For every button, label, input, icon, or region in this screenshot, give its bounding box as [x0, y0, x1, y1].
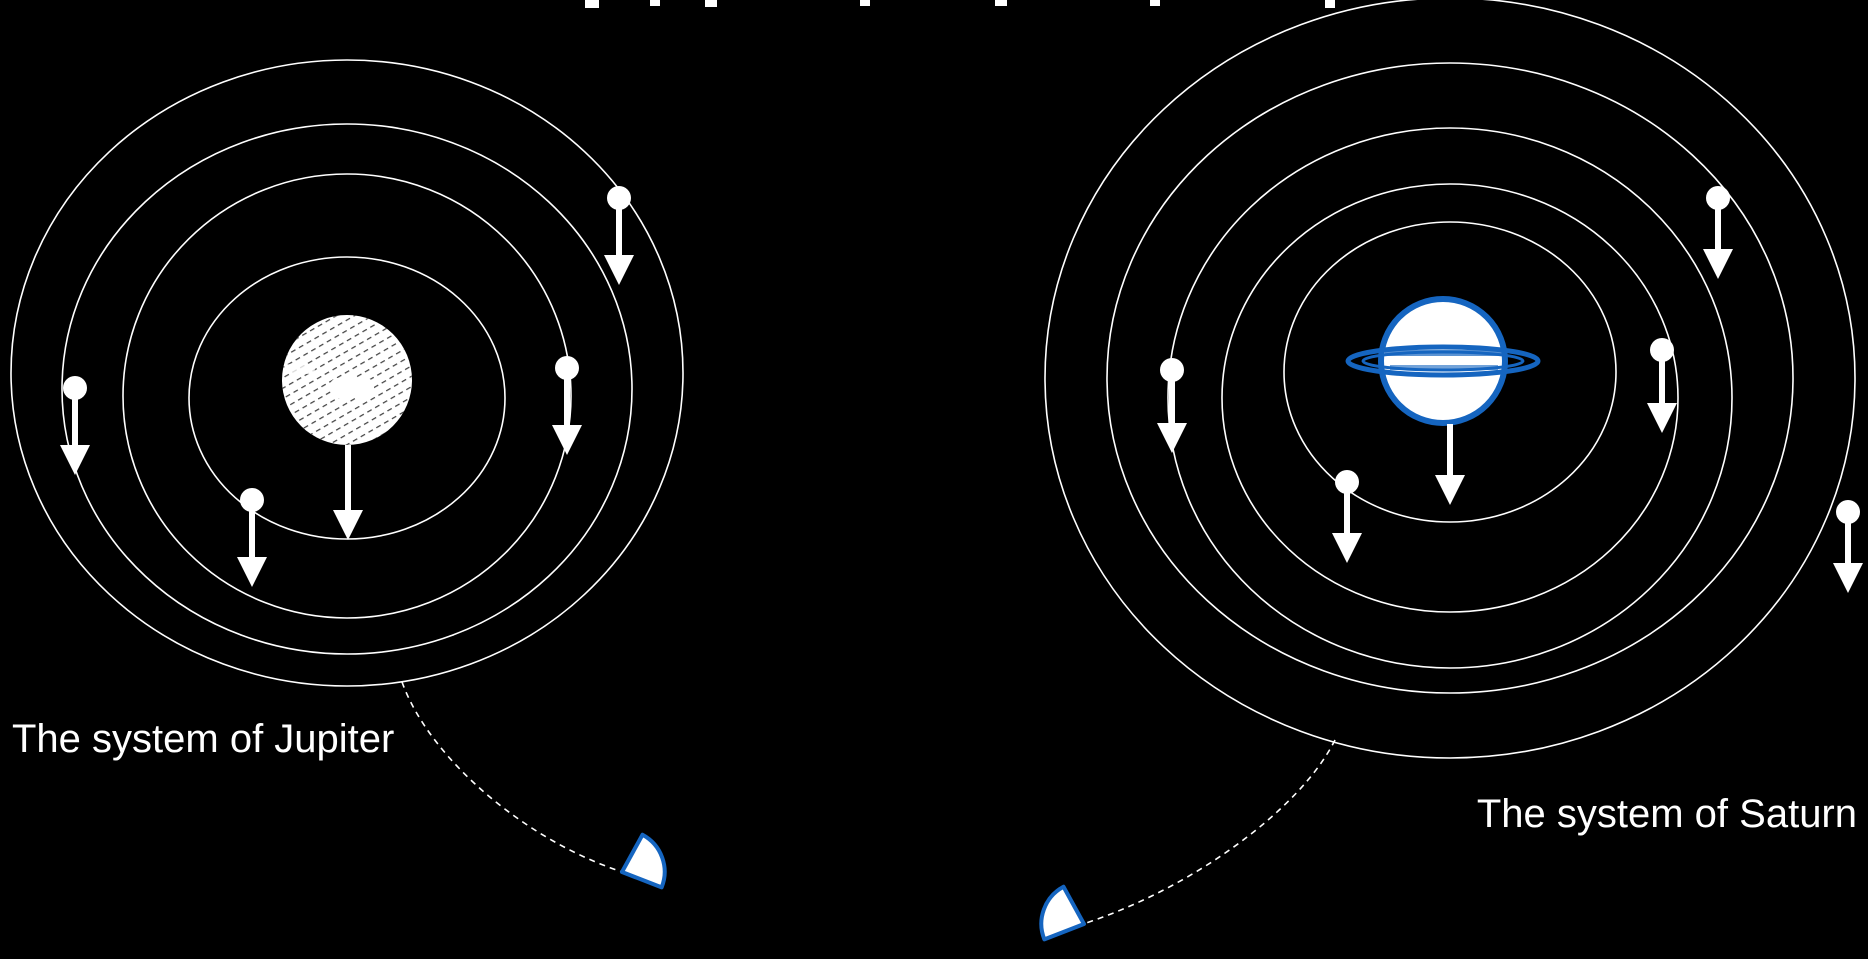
cut-off-title	[585, 0, 1335, 8]
saturn-moon-1	[1332, 470, 1362, 563]
jupiter-moon-4	[604, 186, 634, 285]
jupiter-orbit-2	[122, 173, 572, 619]
saturn-orbit-1	[1283, 221, 1617, 523]
observer-eye-icon	[1039, 884, 1086, 942]
saturn-system: The system of Saturn	[1039, 0, 1863, 942]
saturn-orbit-5	[1044, 0, 1856, 759]
saturn-moon-5	[1833, 500, 1863, 593]
jupiter-moon-1	[237, 488, 267, 587]
saturn-moon-3	[1157, 358, 1187, 453]
jupiter-moon-3	[60, 376, 90, 475]
jupiter-icon	[282, 315, 412, 445]
saturn-line-of-sight	[1079, 739, 1336, 926]
jupiter-system: The system of Jupiter	[10, 59, 684, 890]
saturn-icon	[1345, 296, 1541, 426]
jupiter-orbit-4	[10, 59, 684, 687]
jupiter-moon-2	[552, 356, 582, 455]
saturn-moon-2	[1647, 338, 1677, 433]
saturn-orbit-4	[1106, 62, 1794, 694]
saturn-orbit-3	[1167, 127, 1733, 669]
saturn-moon-4	[1703, 186, 1733, 279]
saturn-system-label: The system of Saturn	[1477, 792, 1857, 836]
jupiter-system-label: The system of Jupiter	[12, 717, 394, 761]
jupiter-line-of-sight	[401, 681, 633, 876]
saturn-orbit-2	[1221, 183, 1679, 613]
observer-eye-icon	[620, 832, 667, 890]
jupiter-orbit-3	[61, 123, 633, 655]
